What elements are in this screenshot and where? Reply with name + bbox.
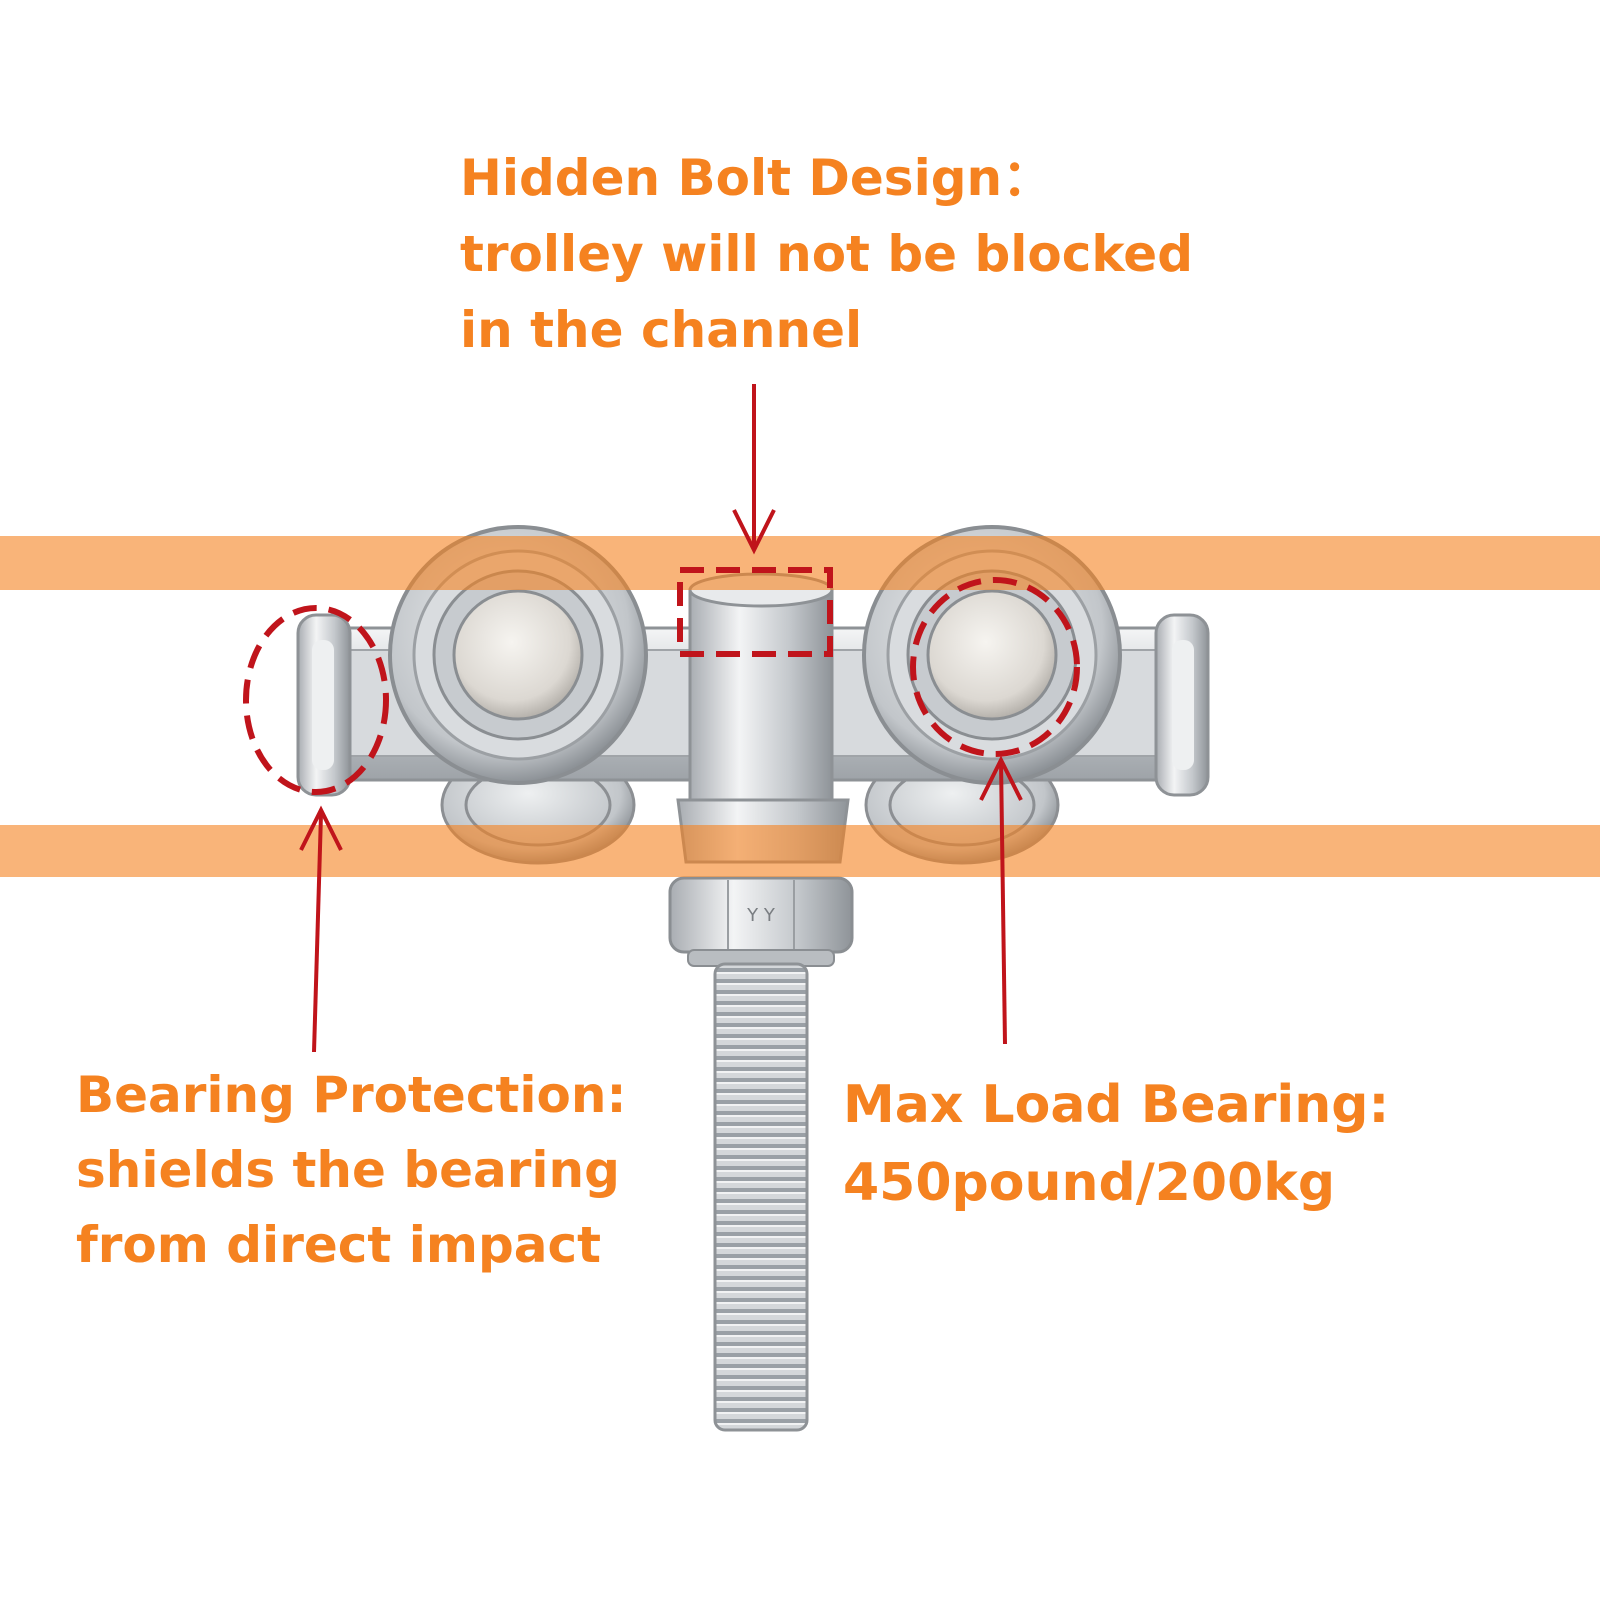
right-guard-tab [1154, 613, 1210, 797]
bearing-protection-line3: from direct impact [76, 1216, 602, 1274]
hidden-bolt-title: Hidden Bolt Design： [460, 149, 1053, 207]
channel-top-band [0, 536, 1600, 590]
hidden-bolt-marker [677, 567, 833, 657]
max-load-value: 450pound/200kg [843, 1153, 1336, 1213]
hidden-bolt-line3: in the channel [460, 301, 863, 359]
hidden-bolt-arrow [732, 384, 776, 555]
bearing-protection-callout: Bearing Protection: shields the bearing … [76, 1058, 626, 1283]
left-guard-tab [296, 613, 352, 797]
max-load-marker [910, 577, 1080, 757]
hidden-bolt-line2: trolley will not be blocked [460, 225, 1194, 283]
center-post [688, 572, 834, 812]
left-bearing-wheel [388, 525, 648, 785]
max-load-callout: Max Load Bearing: 450pound/200kg [843, 1066, 1389, 1222]
hidden-bolt-callout: Hidden Bolt Design： trolley will not be … [460, 140, 1193, 368]
bearing-protection-title: Bearing Protection: [76, 1066, 627, 1124]
hex-nut [668, 876, 854, 967]
threaded-bolt [713, 962, 809, 1432]
bearing-protection-marker [243, 605, 389, 795]
channel-bottom-band [0, 825, 1600, 877]
bearing-protection-arrow [299, 805, 343, 1053]
max-load-arrow [979, 755, 1023, 1045]
nut-marking: Y Y [746, 905, 776, 926]
max-load-title: Max Load Bearing: [843, 1075, 1390, 1135]
bearing-protection-line2: shields the bearing [76, 1141, 620, 1199]
